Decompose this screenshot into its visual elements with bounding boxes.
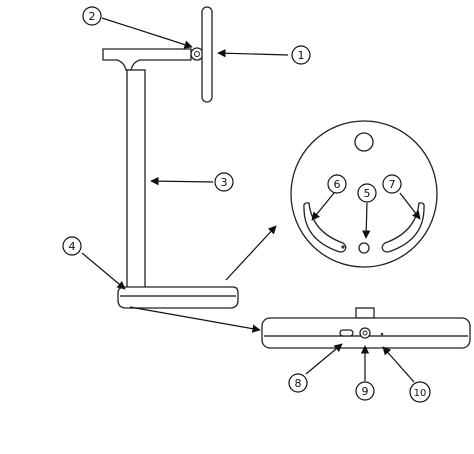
callout-4: 4 [62,236,82,256]
svg-text:5: 5 [364,187,371,200]
lamp-base [117,286,239,309]
right-light-strip [381,202,425,253]
svg-text:4: 4 [69,240,76,253]
center-sensor [358,242,370,254]
svg-text:6: 6 [334,178,341,191]
lamp-side-view [102,6,239,309]
base-front-view [261,307,471,349]
base-stem [355,307,375,319]
callout-5: 5 [357,183,377,203]
callout-3: 3 [214,172,234,192]
callout-8: 8 [288,373,308,393]
lamp-head-front-view [290,120,438,268]
lamp-head-disc [290,120,438,268]
callout-9: 9 [355,381,375,401]
callout-7: 7 [382,174,402,194]
svg-text:7: 7 [389,178,396,191]
lamp-head [201,6,213,103]
lamp-arm [102,48,192,71]
callout-2: 2 [82,6,102,26]
leader-lines [81,17,421,383]
svg-text:10: 10 [414,388,427,399]
lamp-pole [126,69,146,289]
svg-text:9: 9 [362,385,369,398]
usb-c-port [339,329,354,337]
svg-text:1: 1 [298,49,305,62]
svg-text:8: 8 [295,377,302,390]
svg-text:3: 3 [221,176,228,189]
callout-1: 1 [291,45,311,65]
indicator-light [380,332,384,336]
head-mount-hole [354,132,374,152]
callout-6: 6 [327,174,347,194]
svg-text:2: 2 [89,10,96,23]
callout-10: 10 [409,381,431,403]
